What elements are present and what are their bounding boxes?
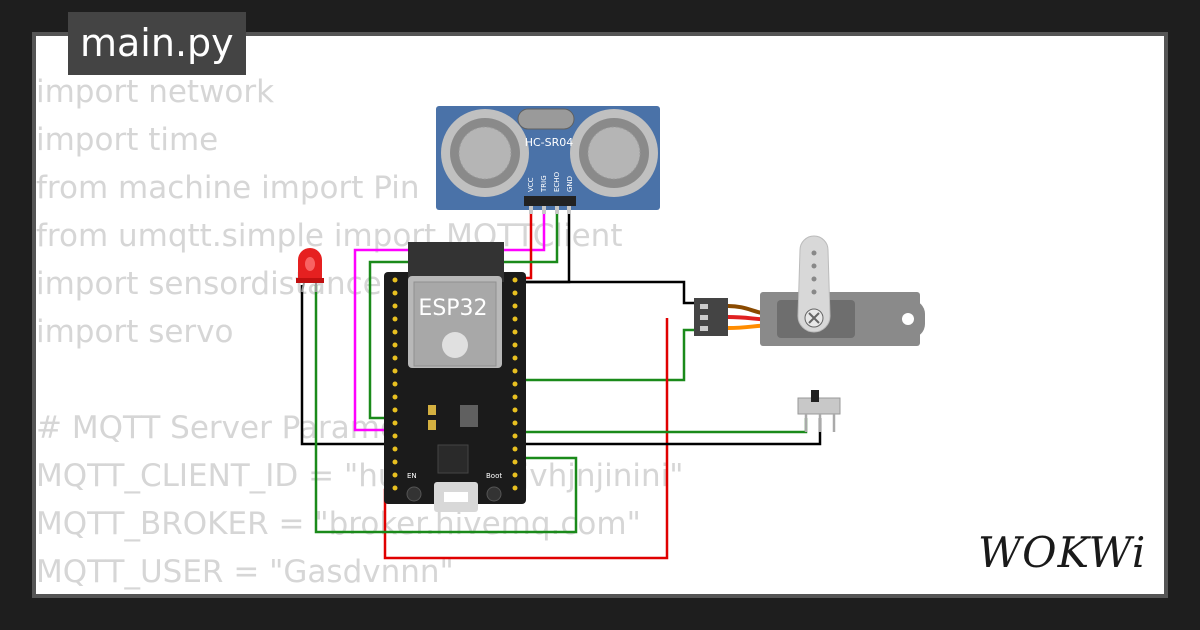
sensor-pin-label: GND bbox=[566, 176, 574, 192]
wire-echo bbox=[368, 205, 559, 420]
sensor-label: HC-SR04 bbox=[525, 136, 574, 149]
sensor-pin-label: VCC bbox=[527, 177, 535, 192]
esp32-board[interactable]: ESP32 EN Boot bbox=[384, 242, 526, 512]
wires bbox=[300, 205, 822, 560]
espressif-logo-icon bbox=[442, 332, 468, 358]
sensor-pin-label: ECHO bbox=[553, 171, 561, 192]
code-line: import network bbox=[36, 74, 275, 110]
en-button[interactable] bbox=[406, 486, 422, 502]
code-line: import time bbox=[36, 122, 219, 158]
code-line: import servo bbox=[36, 314, 234, 350]
wire-servo-gnd bbox=[515, 280, 697, 305]
code-line: from umqtt.simple import MQTTClient bbox=[36, 218, 623, 254]
wokwi-logo: WOKWi bbox=[978, 528, 1147, 577]
boot-button[interactable] bbox=[486, 486, 502, 502]
file-tab[interactable]: main.py bbox=[68, 12, 246, 75]
slide-switch[interactable] bbox=[797, 390, 841, 432]
wire-gnd bbox=[515, 205, 571, 284]
sensor-pin-label: TRIG bbox=[540, 175, 548, 193]
wire-led bbox=[314, 285, 578, 534]
code-line: MQTT_USER = "Gasdvnnn" bbox=[36, 554, 454, 590]
wire-switch-a bbox=[515, 418, 808, 434]
servo-motor[interactable] bbox=[760, 235, 925, 346]
board-label: ESP32 bbox=[418, 296, 487, 321]
boot-label: Boot bbox=[486, 472, 502, 480]
code-line: import sensordistance bbox=[36, 266, 382, 302]
wire-trig bbox=[353, 205, 546, 432]
code-line: MQTT_BROKER = "broker.hivemq.com" bbox=[36, 506, 641, 542]
ultrasonic-sensor[interactable]: HC-SR04 VCC TRIG ECHO GND bbox=[436, 106, 660, 214]
board-pins bbox=[392, 277, 518, 491]
servo-connector bbox=[694, 298, 728, 336]
code-line: from machine import Pin bbox=[36, 170, 420, 206]
wire-servo-pwm bbox=[515, 328, 697, 382]
en-label: EN bbox=[407, 472, 417, 480]
code-panel: import network import time from machine … bbox=[36, 72, 684, 600]
red-led[interactable] bbox=[296, 248, 324, 293]
